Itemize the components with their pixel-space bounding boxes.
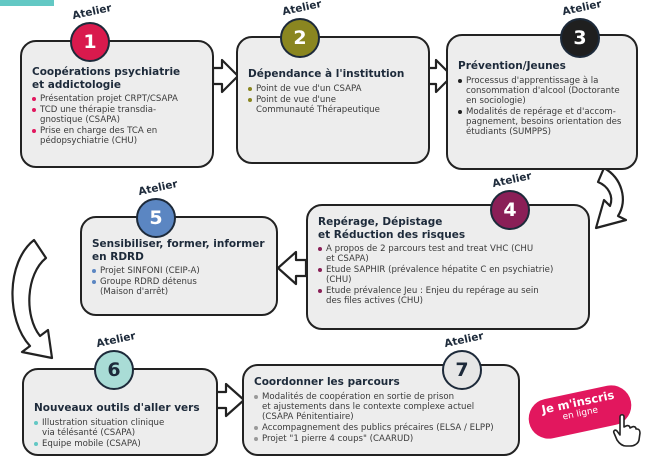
atelier-5-item: Groupe RDRD détenus (Maison d'arrêt) — [92, 277, 266, 297]
atelier-2-badge: Atelier 2 — [270, 0, 334, 64]
atelier-7-list: Modalités de coopération en sortie de pr… — [254, 392, 508, 444]
atelier-2-item: Point de vue d'une Communauté Thérapeuti… — [248, 95, 418, 115]
bullet-dot — [32, 97, 36, 101]
atelier-6-list: Illustration situation clinique via télé… — [34, 418, 206, 449]
atelier-7-badge: Atelier 7 — [432, 330, 496, 396]
bullet-dot — [318, 247, 322, 251]
atelier-4-title: Repérage, Dépistage et Réduction des ris… — [318, 216, 578, 241]
atelier-6-number: 6 — [94, 350, 134, 390]
atelier-5-number: 5 — [136, 198, 176, 238]
bullet-dot — [32, 108, 36, 112]
atelier-1-item: TCD une thérapie transdia- gnostique (CS… — [32, 105, 202, 125]
atelier-5-title: Sensibiliser, former, informer en RDRD — [92, 238, 266, 263]
atelier-1-title: Coopérations psychiatrie et addictologie — [32, 66, 202, 91]
atelier-1-list: Présentation projet CRPT/CSAPA TCD une t… — [32, 94, 202, 146]
atelier-3-item: Modalités de repérage et d'accom- pagnem… — [458, 107, 626, 137]
atelier-4-badge: Atelier 4 — [480, 170, 544, 236]
atelier-2-list: Point de vue d'un CSAPA Point de vue d'u… — [248, 84, 418, 115]
atelier-6-item: Illustration situation clinique via télé… — [34, 418, 206, 438]
atelier-4-list: A propos de 2 parcours test and treat VH… — [318, 244, 578, 306]
bullet-dot — [34, 441, 38, 446]
corner-accent — [0, 0, 54, 6]
atelier-3-list: Processus d'apprentissage à la consommat… — [458, 76, 626, 137]
atelier-5-list: Projet SINFONI (CEIP-A) Groupe RDRD déte… — [92, 266, 266, 297]
atelier-7-number: 7 — [442, 350, 482, 390]
bullet-dot — [254, 436, 258, 441]
bullet-dot — [92, 269, 96, 273]
bullet-dot — [248, 97, 252, 102]
atelier-1-number: 1 — [70, 22, 110, 62]
atelier-4-number: 4 — [490, 190, 530, 230]
bullet-dot — [254, 425, 258, 430]
atelier-1-title-line-2: et addictologie — [32, 78, 122, 91]
bullet-dot — [318, 268, 322, 272]
atelier-5-title-line-1: Sensibiliser, former, informer — [92, 238, 265, 250]
atelier-7-title-line-1: Coordonner les parcours — [254, 376, 400, 388]
atelier-1-card: Coopérations psychiatrie et addictologie… — [20, 40, 214, 168]
bullet-dot — [248, 86, 252, 91]
atelier-6-card: Nouveaux outils d'aller vers Illustratio… — [22, 368, 218, 456]
atelier-6-title-line-1: Nouveaux outils d'aller vers — [34, 402, 200, 414]
bullet-dot — [254, 394, 258, 399]
atelier-4-item: A propos de 2 parcours test and treat VH… — [318, 244, 578, 264]
atelier-2-card: Dépendance à l'institution Point de vue … — [236, 36, 430, 164]
bullet-dot — [92, 280, 96, 284]
atelier-3-title: Prévention/Jeunes — [458, 60, 626, 73]
atelier-2-item: Point de vue d'un CSAPA — [248, 84, 418, 94]
atelier-1-item: Prise en charge des TCA en pédopsychiatr… — [32, 126, 202, 146]
atelier-3-item: Processus d'apprentissage à la consommat… — [458, 76, 626, 106]
atelier-3-badge: Atelier 3 — [550, 0, 614, 64]
bullet-dot — [32, 129, 36, 133]
atelier-5-card: Sensibiliser, former, informer en RDRD P… — [80, 216, 278, 316]
atelier-2-title-line-1: Dépendance à l'institution — [248, 68, 405, 80]
bullet-dot — [318, 289, 322, 293]
atelier-5-title-line-2: en RDRD — [92, 250, 144, 263]
atelier-2-title: Dépendance à l'institution — [248, 68, 418, 81]
atelier-7-item: Projet "1 pierre 4 coups" (CAARUD) — [254, 434, 508, 444]
atelier-7-item: Accompagnement des publics précaires (EL… — [254, 423, 508, 433]
atelier-4-title-line-2: et Réduction des risques — [318, 228, 466, 241]
atelier-7-title: Coordonner les parcours — [254, 376, 508, 389]
atelier-4-item: Etude SAPHIR (prévalence hépatite C en p… — [318, 265, 578, 285]
atelier-6-badge: Atelier 6 — [84, 330, 148, 396]
atelier-2-number: 2 — [280, 18, 320, 58]
atelier-6-title: Nouveaux outils d'aller vers — [34, 402, 206, 415]
atelier-4-card: Repérage, Dépistage et Réduction des ris… — [306, 204, 590, 330]
atelier-6-item: Equipe mobile (CSAPA) — [34, 439, 206, 449]
atelier-3-title-line-1: Prévention/Jeunes — [458, 60, 566, 72]
atelier-3-card: Prévention/Jeunes Processus d'apprentiss… — [446, 34, 638, 170]
atelier-1-item: Présentation projet CRPT/CSAPA — [32, 94, 202, 104]
bullet-dot — [34, 420, 38, 425]
atelier-4-title-line-1: Repérage, Dépistage — [318, 216, 443, 228]
atelier-1-badge: Atelier 1 — [60, 2, 124, 68]
atelier-3-number: 3 — [560, 18, 600, 58]
atelier-5-item: Projet SINFONI (CEIP-A) — [92, 266, 266, 276]
atelier-7-item: Modalités de coopération en sortie de pr… — [254, 392, 508, 422]
bullet-dot — [458, 78, 462, 83]
atelier-4-item: Etude prévalence Jeu : Enjeu du repérage… — [318, 286, 578, 306]
atelier-1-title-line-1: Coopérations psychiatrie — [32, 66, 181, 78]
atelier-5-badge: Atelier 5 — [126, 178, 190, 244]
bullet-dot — [458, 109, 462, 114]
pointer-hand-icon — [612, 413, 641, 447]
